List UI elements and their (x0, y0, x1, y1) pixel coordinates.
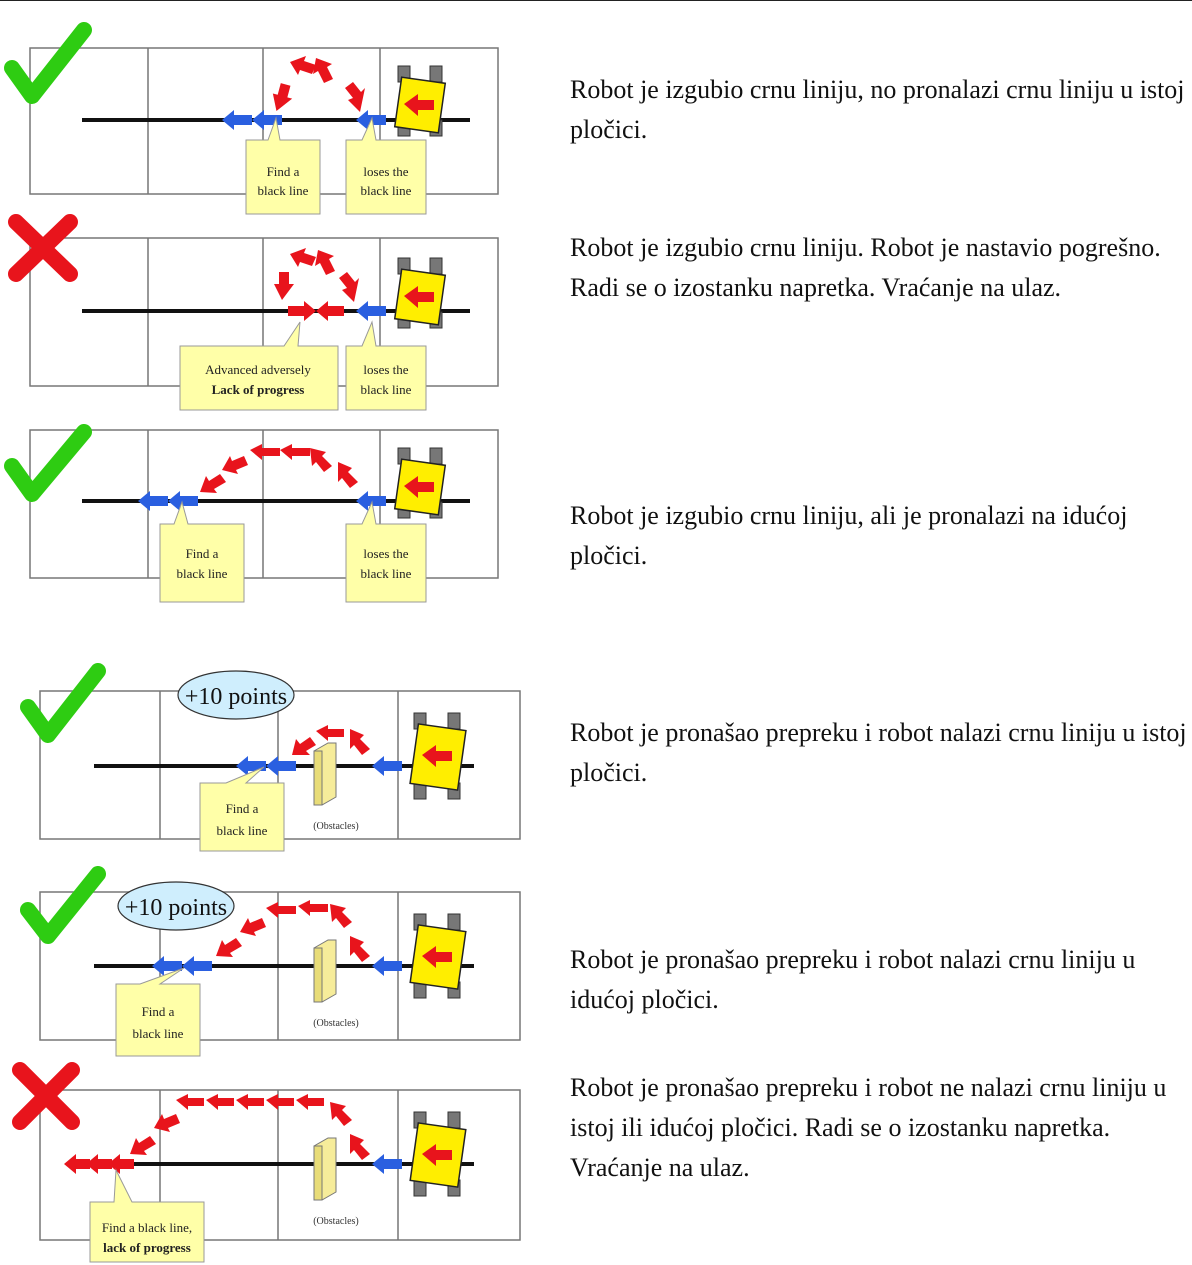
callout-loses-line: loses the black line (345, 116, 427, 215)
points-label: +10 points (125, 895, 227, 921)
blue-arrows (138, 491, 386, 511)
callout-find-line: Find a black line (199, 766, 285, 852)
callout-text: Find a black line, (102, 1220, 192, 1235)
scenario-panel-5: (Obstacles) +10 points Find a black line… (0, 860, 1192, 1070)
callout-text: Advanced adversely (205, 362, 311, 377)
scenario-panel-6: (Obstacles) Find a black line, lack of p… (0, 1060, 1192, 1265)
scenario-diagram-4: (Obstacles) +10 points Find a black line (20, 663, 521, 852)
obstacle-label: (Obstacles) (313, 1216, 359, 1227)
callout-text: black line (133, 1026, 184, 1041)
checkmark-icon (4, 22, 92, 104)
robot (409, 1111, 467, 1197)
robot (409, 913, 467, 999)
obstacle-label: (Obstacles) (313, 1018, 359, 1029)
callout-text: loses the (363, 362, 408, 377)
callout-text: lack of progress (103, 1240, 191, 1255)
obstacle (313, 939, 337, 1003)
scenario-diagram-6: (Obstacles) Find a black line, lack of p… (12, 1062, 521, 1263)
callout-loses-line: loses the black line (345, 500, 427, 603)
top-rule (0, 0, 1192, 1)
blue-arrows (372, 1154, 402, 1174)
callout-text: Find a (267, 164, 300, 179)
callout-find-line: Find a black line (115, 967, 201, 1057)
red-arrows (200, 444, 358, 493)
points-label: +10 points (185, 684, 287, 710)
callout-text: Find a (186, 546, 219, 561)
callout-find-line: Find a black line (159, 500, 245, 603)
callout-text: black line (217, 823, 268, 838)
cross-icon (12, 1062, 80, 1130)
callout-find-line: Find a black line (245, 116, 321, 215)
robot (409, 712, 467, 800)
callout-text: black line (361, 382, 412, 397)
scenario-description: Robot je izgubio crnu liniju, no pronala… (570, 75, 1185, 144)
robot (393, 257, 447, 329)
red-arrows (64, 1094, 370, 1174)
scenario-diagram-3: Find a black line loses the black line (4, 424, 499, 603)
scenario-description: Robot je pronašao prepreku i robot ne na… (570, 1073, 1167, 1182)
robot (393, 65, 447, 137)
callout-text: black line (361, 566, 412, 581)
callout-text: loses the (363, 164, 408, 179)
callout-text: black line (258, 183, 309, 198)
blue-arrows (236, 756, 402, 776)
callout-lack-of-progress: Find a black line, lack of progress (89, 1168, 205, 1263)
checkmark-icon (20, 866, 106, 944)
obstacle-label: (Obstacles) (313, 821, 359, 832)
scenario-diagram-2: Advanced adversely Lack of progress lose… (8, 214, 499, 411)
callout-text: Find a (142, 1004, 175, 1019)
red-arrows (274, 248, 359, 321)
checkmark-icon (20, 663, 106, 743)
checkmark-icon (4, 424, 92, 502)
callout-text: loses the (363, 546, 408, 561)
red-arrows (292, 725, 370, 755)
scenario-panel-2: Advanced adversely Lack of progress lose… (0, 210, 1192, 420)
callout-loses-line: loses the black line (345, 320, 427, 411)
scenario-description: Robot je pronašao prepreku i robot nalaz… (570, 945, 1136, 1014)
scenario-description: Robot je izgubio crnu liniju, ali je pro… (570, 501, 1128, 570)
callout-text: Find a (226, 801, 259, 816)
red-arrows (216, 900, 370, 962)
obstacle (313, 1137, 337, 1201)
robot (393, 447, 447, 519)
callout-text: black line (177, 566, 228, 581)
scenario-description: Robot je pronašao prepreku i robot nalaz… (570, 718, 1187, 787)
scenario-description: Robot je izgubio crnu liniju. Robot je n… (570, 233, 1161, 302)
scenario-diagram-5: (Obstacles) +10 points Find a black line (20, 866, 521, 1057)
red-arrows (272, 56, 365, 112)
scenario-panel-4: (Obstacles) +10 points Find a black line… (0, 655, 1192, 875)
points-bubble: +10 points (177, 670, 295, 720)
blue-arrows (356, 301, 386, 321)
scenario-panel-3: Find a black line loses the black line R… (0, 420, 1192, 620)
obstacle (313, 742, 337, 806)
callout-lack-of-progress: Advanced adversely Lack of progress (179, 321, 339, 411)
callout-text: Lack of progress (212, 382, 305, 397)
scenario-diagram-1: Find a black line loses the black line (4, 22, 499, 215)
scenario-panel-1: Find a black line loses the black line R… (0, 0, 1192, 220)
points-bubble: +10 points (117, 881, 235, 931)
callout-text: black line (361, 183, 412, 198)
cross-icon (8, 214, 78, 282)
